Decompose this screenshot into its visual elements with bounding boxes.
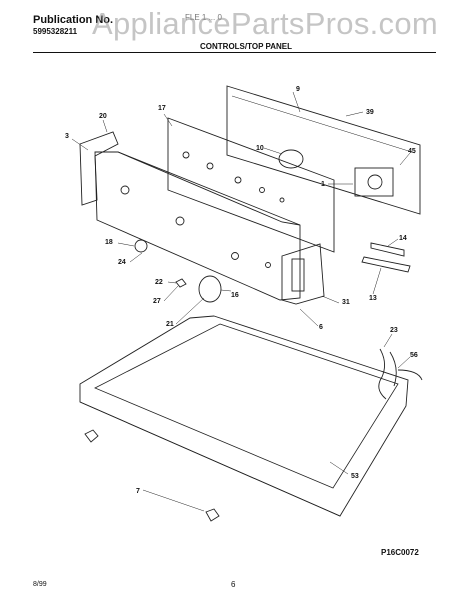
timer-module (354, 167, 394, 197)
wire-harness (378, 348, 423, 400)
callout-21: 21 (166, 321, 174, 328)
back-panel (226, 85, 421, 215)
timer-knob (278, 149, 304, 169)
control-panel (167, 117, 335, 253)
callout-7: 7 (136, 488, 140, 495)
dial-knob (198, 275, 222, 303)
callout-31: 31 (342, 299, 350, 306)
callout-17: 17 (158, 105, 166, 112)
publication-label: Publication No. (33, 14, 114, 26)
small-knob (134, 239, 148, 253)
callout-6: 6 (319, 324, 323, 331)
bracket-14 (370, 242, 405, 257)
callout-18: 18 (105, 239, 113, 246)
callout-10: 10 (256, 145, 264, 152)
callout-53: 53 (351, 473, 359, 480)
watermark: AppliancePartsPros.com (92, 6, 439, 41)
callout-14: 14 (399, 235, 407, 242)
end-cap-left (79, 131, 119, 206)
console-body (94, 151, 301, 301)
callout-22: 22 (155, 279, 163, 286)
footer-date: 8/99 (33, 581, 47, 588)
callout-23: 23 (390, 327, 398, 334)
callout-24: 24 (118, 259, 126, 266)
section-code: FLE 1 ... 0 (185, 13, 222, 22)
callout-9: 9 (296, 86, 300, 93)
clip-left (84, 429, 99, 443)
callout-13: 13 (369, 295, 377, 302)
end-cap-right (281, 243, 325, 305)
publication-number: 5995328211 (33, 27, 78, 36)
top-panel (79, 315, 409, 517)
bracket-13 (361, 256, 411, 273)
callout-39: 39 (366, 109, 374, 116)
footer-page: 6 (231, 580, 236, 589)
title-rule (33, 52, 436, 53)
callout-16: 16 (231, 292, 239, 299)
callout-1: 1 (321, 181, 325, 188)
callout-3: 3 (65, 133, 69, 140)
drawing-code: P16C0072 (381, 548, 419, 557)
clip-right (205, 508, 220, 522)
callout-45: 45 (408, 148, 416, 155)
callout-27: 27 (153, 298, 161, 305)
section-title: CONTROLS/TOP PANEL (200, 42, 293, 51)
callout-56: 56 (410, 352, 418, 359)
callout-20: 20 (99, 113, 107, 120)
